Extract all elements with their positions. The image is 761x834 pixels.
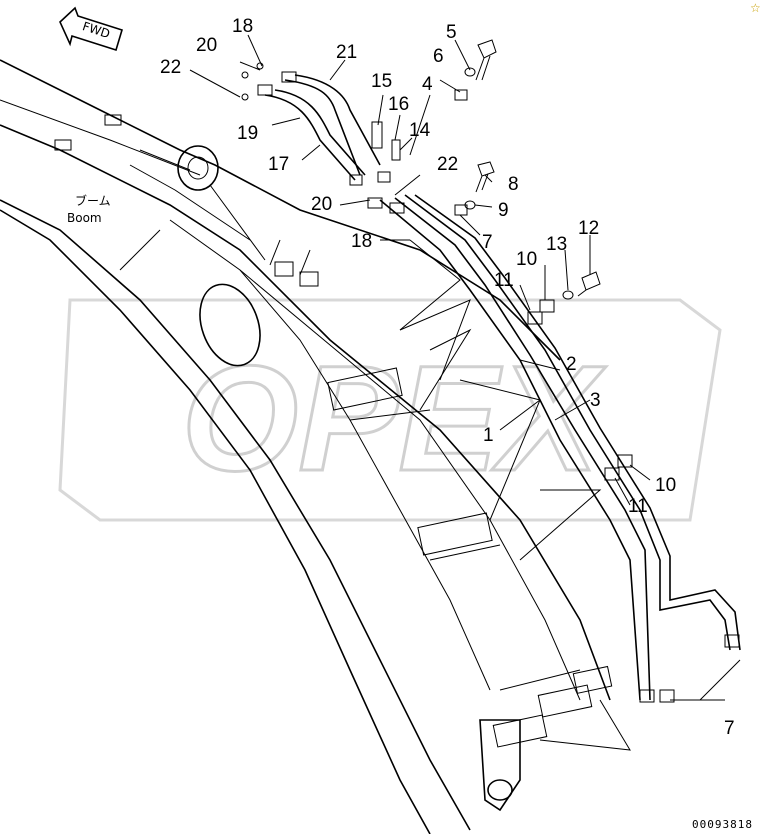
hose-lines [264,74,741,701]
clamp-icon [659,689,675,703]
bolt-icon [577,271,601,297]
callout-11b: 11 [628,496,648,517]
callout-6: 6 [433,46,444,67]
callout-10b: 10 [655,475,676,496]
callout-12: 12 [578,218,599,239]
clamp-icon [639,689,655,703]
boom-label-en: Boom [67,211,102,225]
clamp-icon [539,299,555,313]
boom-body [0,59,613,834]
clip-icon [454,204,468,216]
callout-9: 9 [498,200,509,221]
callout-13: 13 [546,234,567,255]
callout-19: 19 [237,123,258,144]
callout-16: 16 [388,94,409,115]
callout-5: 5 [446,22,457,43]
boom-label-jp: ブーム [75,193,111,208]
bolt-icon [475,161,495,193]
watermark-text: OPEX [182,334,607,502]
callout-18a: 18 [232,16,253,37]
callout-1: 1 [483,425,494,446]
callout-2: 2 [566,354,577,375]
fwd-label: FWD [81,19,112,41]
callout-18b: 18 [351,231,372,252]
callout-15: 15 [371,71,392,92]
callout-4: 4 [422,74,433,95]
callout-21: 21 [336,42,357,63]
clamp-icon [604,467,620,481]
callout-3: 3 [590,390,601,411]
boom-foot-pin-icon [177,145,219,191]
callout-labels: 1 2 3 4 5 6 7 7 8 9 10 10 11 11 12 13 14… [160,16,735,739]
fwd-arrow-icon: FWD [59,6,123,52]
watermark: OPEX [58,298,722,522]
callout-22b: 22 [437,154,458,175]
corner-mark: ☆ [750,1,761,15]
callout-7a: 7 [482,232,493,253]
callout-11a: 11 [494,270,514,291]
callout-7b: 7 [724,718,735,739]
drawing-number: 00093818 [692,818,753,831]
callout-22a: 22 [160,57,181,78]
callout-20a: 20 [196,35,217,56]
callout-10a: 10 [516,249,537,270]
callout-8: 8 [508,174,519,195]
callout-20b: 20 [311,194,332,215]
boom-hole-icon [199,283,261,367]
washer-icon [464,67,476,77]
bolt-icon [475,39,497,81]
clamp-icon [527,311,543,325]
clamp-icon [724,634,740,648]
clip-icon [454,89,468,101]
clamp-icon [617,454,633,468]
fitting-parts [241,39,740,703]
leader-lines [189,34,741,751]
callout-17: 17 [268,154,289,175]
washer-icon [562,290,574,300]
callout-14: 14 [409,120,431,141]
